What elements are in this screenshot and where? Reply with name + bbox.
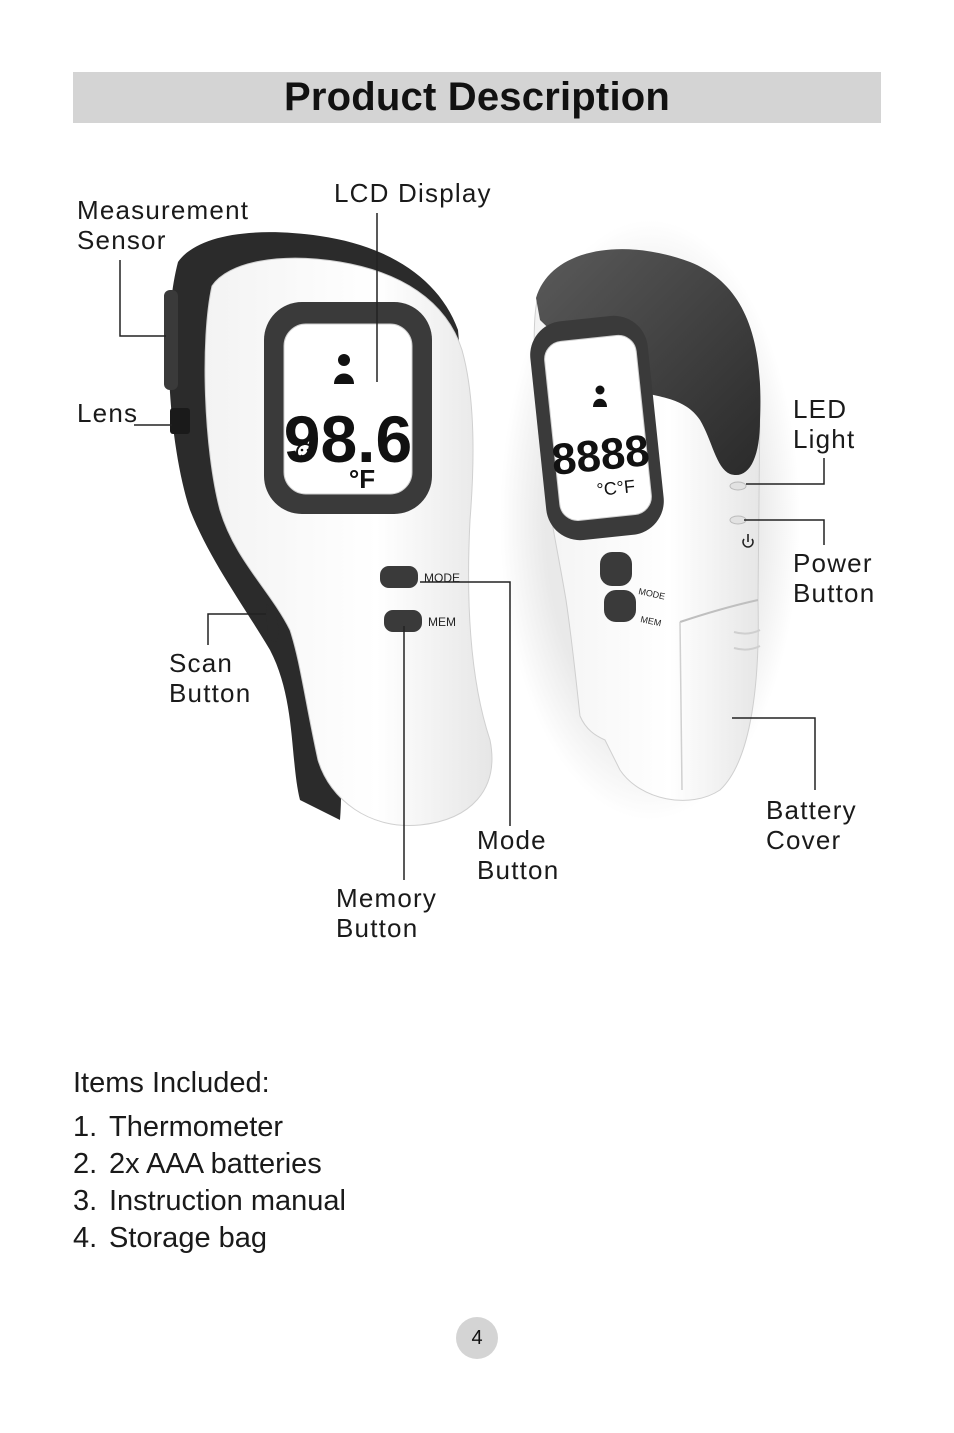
thermometer-front-view: 98.6 °F MODE MEM — [164, 232, 493, 827]
items-included-heading: Items Included: — [73, 1067, 270, 1099]
items-included-section: Items Included: 1. Thermometer 2. 2x AAA… — [73, 1065, 346, 1257]
mem-label-side: MEM — [640, 614, 663, 628]
callout-power-button: Power Button — [793, 548, 876, 608]
page-title: Product Description — [283, 75, 671, 119]
list-item: 3. Instruction manual — [73, 1185, 346, 1217]
items-included-list: 1. Thermometer 2. 2x AAA batteries 3. In… — [73, 1109, 346, 1257]
smiley-icon — [296, 443, 314, 461]
leader-power-button — [744, 519, 825, 545]
callout-measurement-sensor: Measurement Sensor — [77, 195, 250, 255]
mem-button-side — [604, 590, 636, 622]
lcd-screen — [283, 323, 413, 495]
leader-lines — [119, 213, 825, 880]
lcd-reading: 98.6 — [284, 402, 412, 476]
leader-led-light — [746, 458, 825, 485]
power-icon — [742, 534, 754, 548]
battery-cover-grip — [733, 629, 761, 651]
mode-button-side — [600, 552, 632, 586]
person-icon — [334, 354, 354, 384]
battery-cover-seam — [679, 599, 759, 623]
leader-mode-button — [420, 581, 511, 826]
lcd-screen-side — [544, 334, 652, 521]
led-light-part — [729, 481, 747, 491]
lcd-unit-side: °C°F — [596, 476, 636, 500]
callout-lcd-display: LCD Display — [334, 178, 492, 208]
callout-mode-button: Mode Button — [477, 825, 560, 885]
list-item: 4. Storage bag — [73, 1222, 268, 1254]
battery-cover-edge — [679, 621, 683, 791]
leader-battery-cover — [732, 717, 816, 790]
thermometer-side-view: 8888 °C°F MODE MEM — [500, 220, 800, 820]
leader-measurement-sensor — [119, 260, 166, 337]
list-item: 2. 2x AAA batteries — [73, 1148, 322, 1180]
list-item: 1. Thermometer — [73, 1111, 284, 1143]
mem-label: MEM — [428, 615, 456, 629]
product-illustration: 98.6 °F MODE MEM 8888 °C°F MODE — [119, 213, 825, 880]
lcd-reading-side: 8888 — [549, 426, 651, 485]
lcd-unit: °F — [349, 464, 375, 494]
mem-button-part — [384, 610, 422, 632]
callout-scan-button: Scan Button — [169, 648, 252, 708]
lens-part — [170, 408, 190, 434]
leader-scan-button — [207, 613, 266, 645]
mode-button-part — [380, 566, 418, 588]
scan-trigger — [266, 604, 279, 642]
power-button-part — [729, 515, 747, 525]
callout-led-light: LED Light — [793, 394, 856, 454]
measurement-sensor-part — [164, 290, 178, 390]
callout-lens: Lens — [77, 398, 139, 428]
title-bar: Product Description — [73, 72, 881, 123]
person-icon-side — [593, 385, 607, 407]
mode-label: MODE — [424, 571, 460, 585]
page-number: 4 — [456, 1317, 498, 1359]
callout-memory-button: Memory Button — [336, 883, 438, 943]
callout-battery-cover: Battery Cover — [766, 795, 857, 855]
